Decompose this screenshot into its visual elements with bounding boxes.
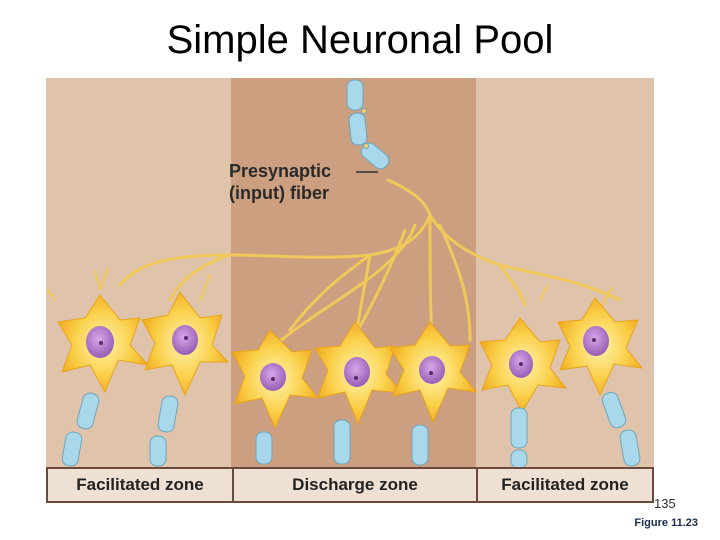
facilitated-zone-left-bg — [46, 78, 232, 468]
zone-facilitated-right: Facilitated zone — [476, 469, 652, 501]
neuron-2 — [141, 291, 230, 397]
zone-bar: Facilitated zone Discharge zone Facilita… — [46, 467, 654, 503]
neuron-3 — [231, 329, 320, 430]
output-axons — [61, 391, 641, 469]
slide-title: Simple Neuronal Pool — [166, 18, 554, 62]
zone-discharge: Discharge zone — [232, 469, 476, 501]
dendrites — [47, 267, 613, 311]
page-number: 135 — [654, 496, 676, 511]
label-line-2: (input) fiber — [229, 183, 329, 203]
neuron-5 — [389, 321, 478, 424]
facilitated-zone-right-bg — [476, 78, 654, 468]
zone-facilitated-left: Facilitated zone — [76, 475, 204, 494]
label-line-1: Presynaptic — [229, 161, 332, 181]
neuron-4 — [314, 321, 404, 426]
presynaptic-fiber-label: Presynaptic (input) fiber — [229, 160, 331, 204]
figure-caption: Figure 11.23 — [634, 517, 698, 529]
neuron-6 — [479, 317, 568, 414]
neuron-1 — [57, 294, 150, 394]
neuron-7 — [557, 297, 644, 397]
input-fiber — [346, 79, 390, 170]
